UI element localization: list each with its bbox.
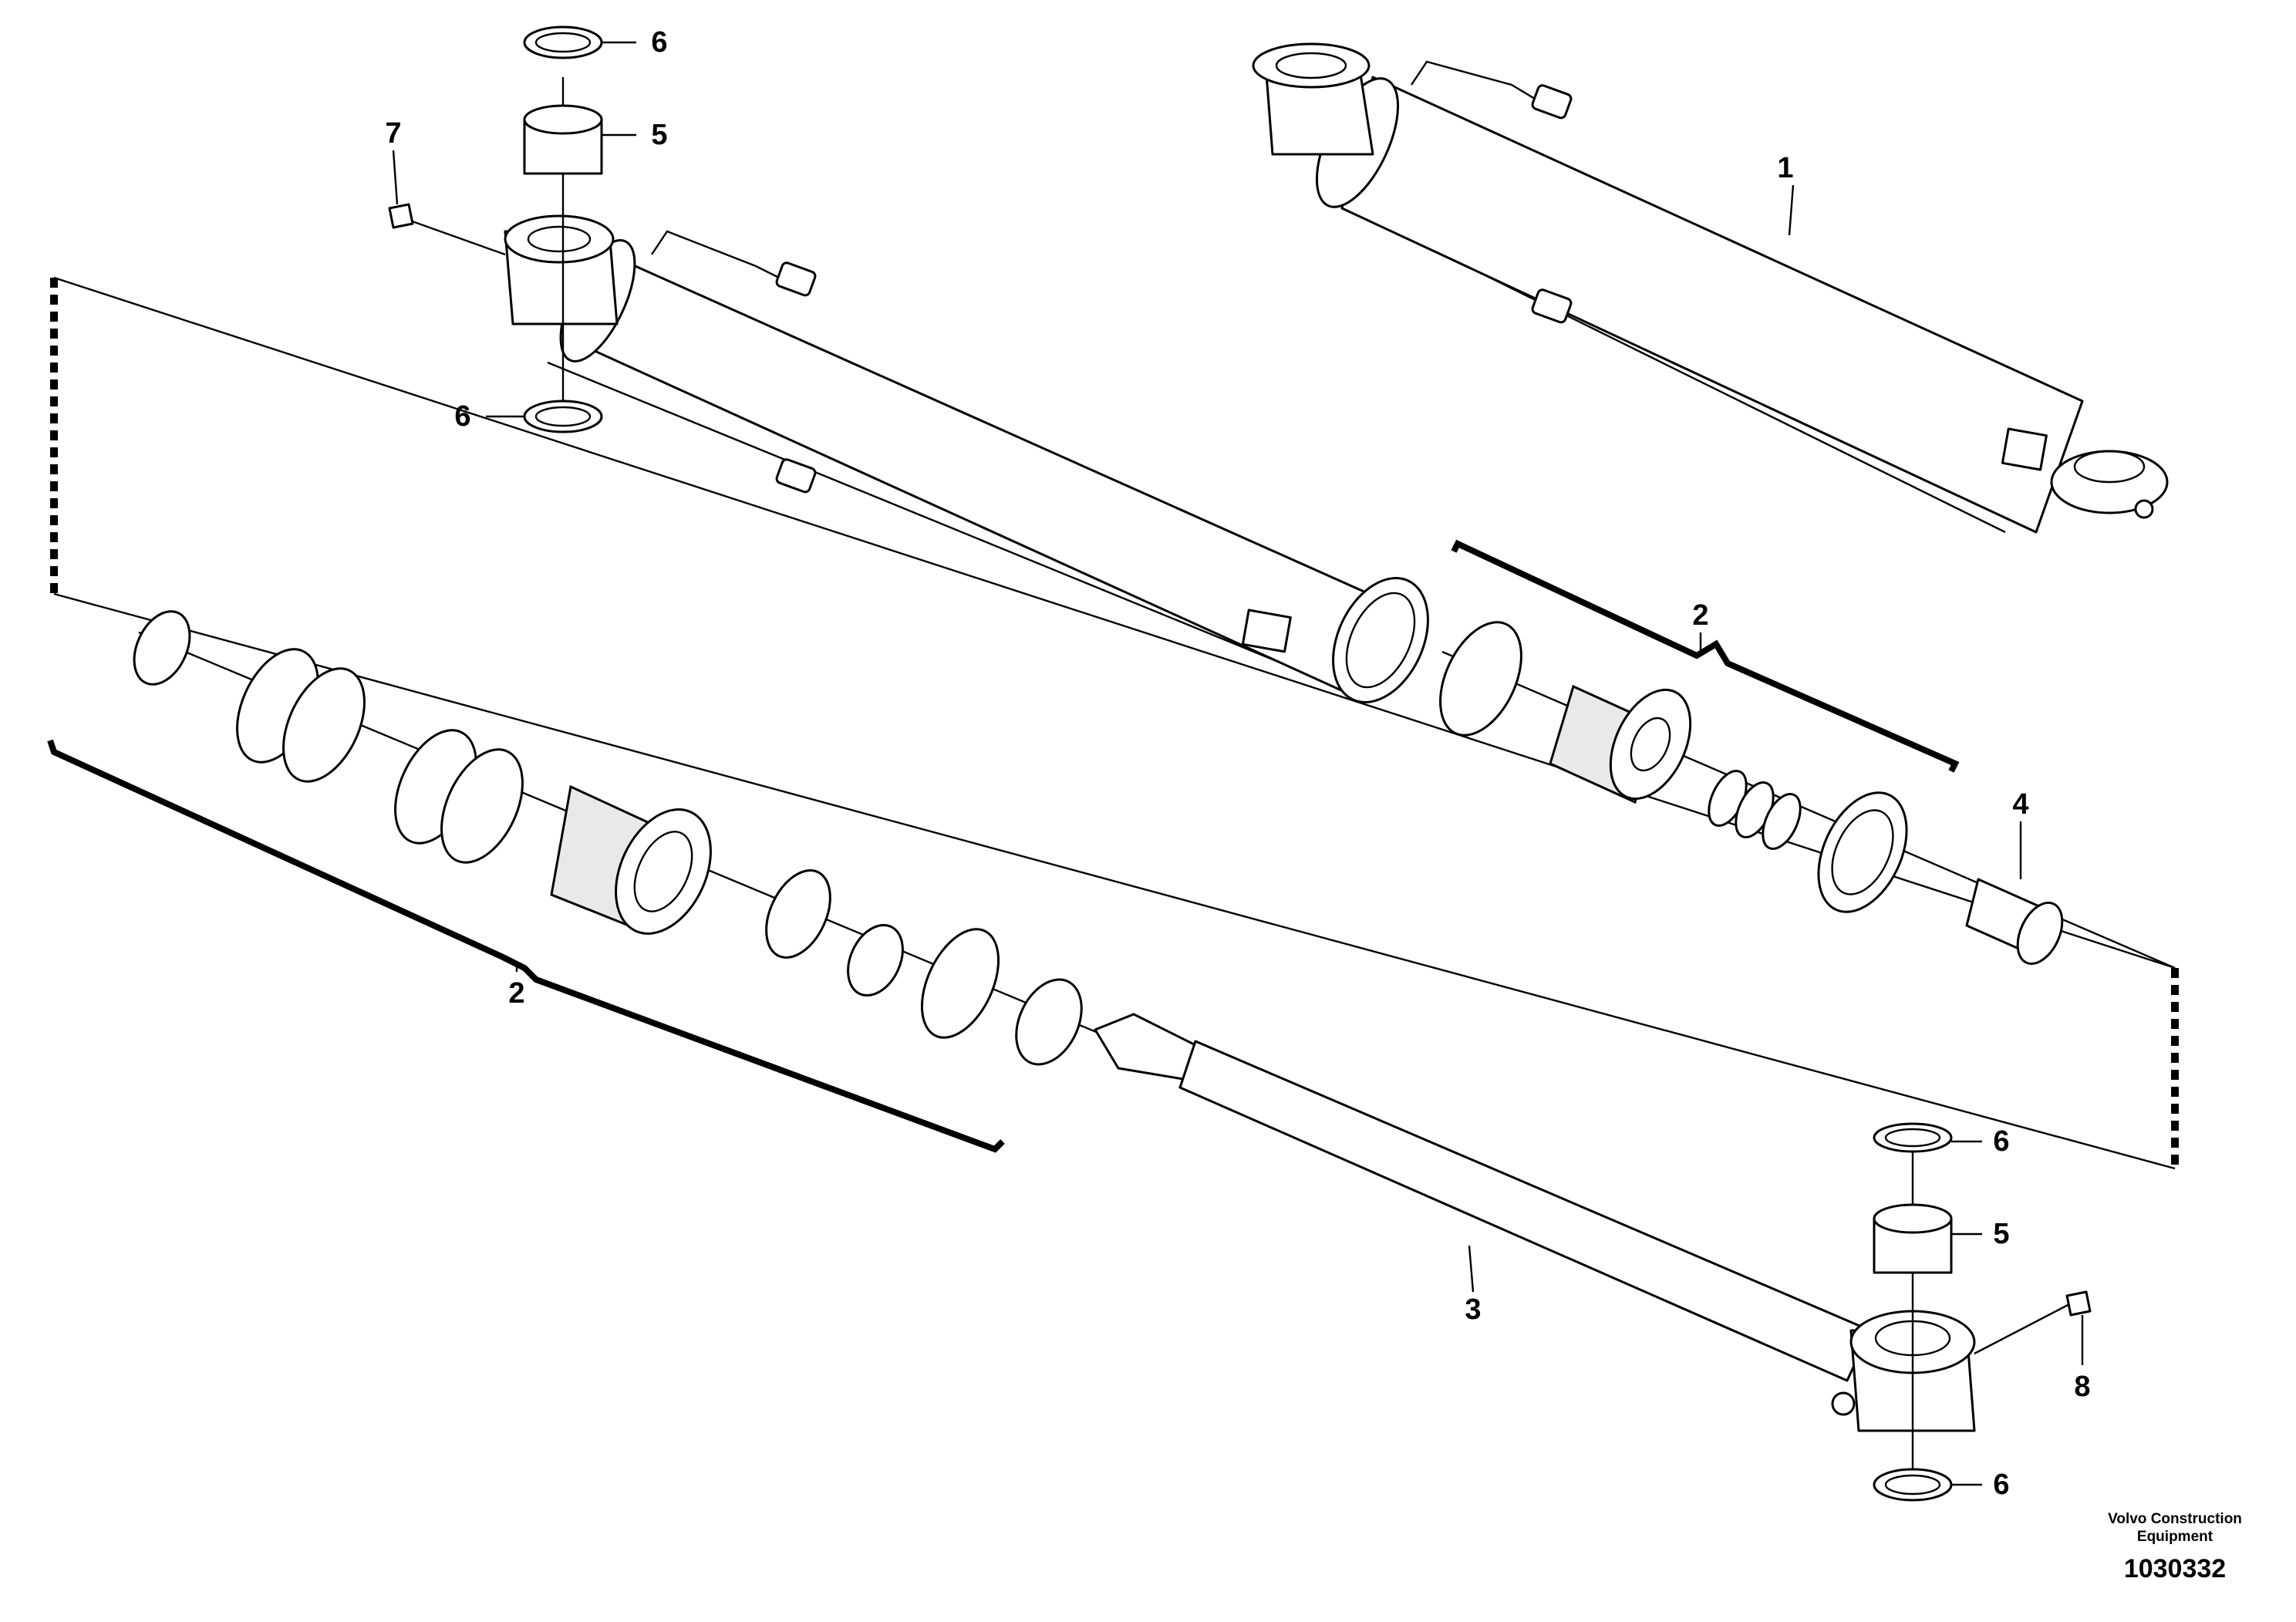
- callout-8: 8: [2074, 1371, 2090, 1403]
- callout-2-top: 2: [1692, 599, 1708, 632]
- callout-6-lower-a: 6: [1993, 1125, 2009, 1158]
- callout-7: 7: [385, 117, 401, 150]
- gland-seal-set: [1439, 621, 2176, 969]
- callout-5-bottom: 5: [1993, 1218, 2009, 1250]
- callout-6-mid: 6: [454, 400, 470, 433]
- callout-2-bottom: 2: [508, 977, 524, 1010]
- piston-rod: [1094, 1013, 2092, 1502]
- callout-4: 4: [2012, 788, 2028, 821]
- assembled-cylinder: [1252, 42, 2169, 534]
- callout-3: 3: [1465, 1293, 1481, 1326]
- callout-5-top: 5: [651, 119, 667, 151]
- bracket-group-2-top: [1451, 539, 1960, 773]
- bearing-stack-top: [388, 25, 603, 433]
- leader-lines: [392, 41, 2084, 1486]
- brand-line-1: Volvo Construction: [2108, 1511, 2242, 1527]
- piston-seal-set: [133, 610, 1119, 1066]
- brand-line-2: Equipment: [2137, 1529, 2213, 1545]
- callout-1: 1: [1777, 152, 1793, 184]
- bracket-group-2-bottom: [47, 739, 1005, 1153]
- callout-6-top: 6: [651, 26, 667, 59]
- document-number: 1030332: [2124, 1554, 2226, 1583]
- callout-6-lower-b: 6: [1993, 1469, 2009, 1501]
- cylinder-tube: [504, 214, 1429, 703]
